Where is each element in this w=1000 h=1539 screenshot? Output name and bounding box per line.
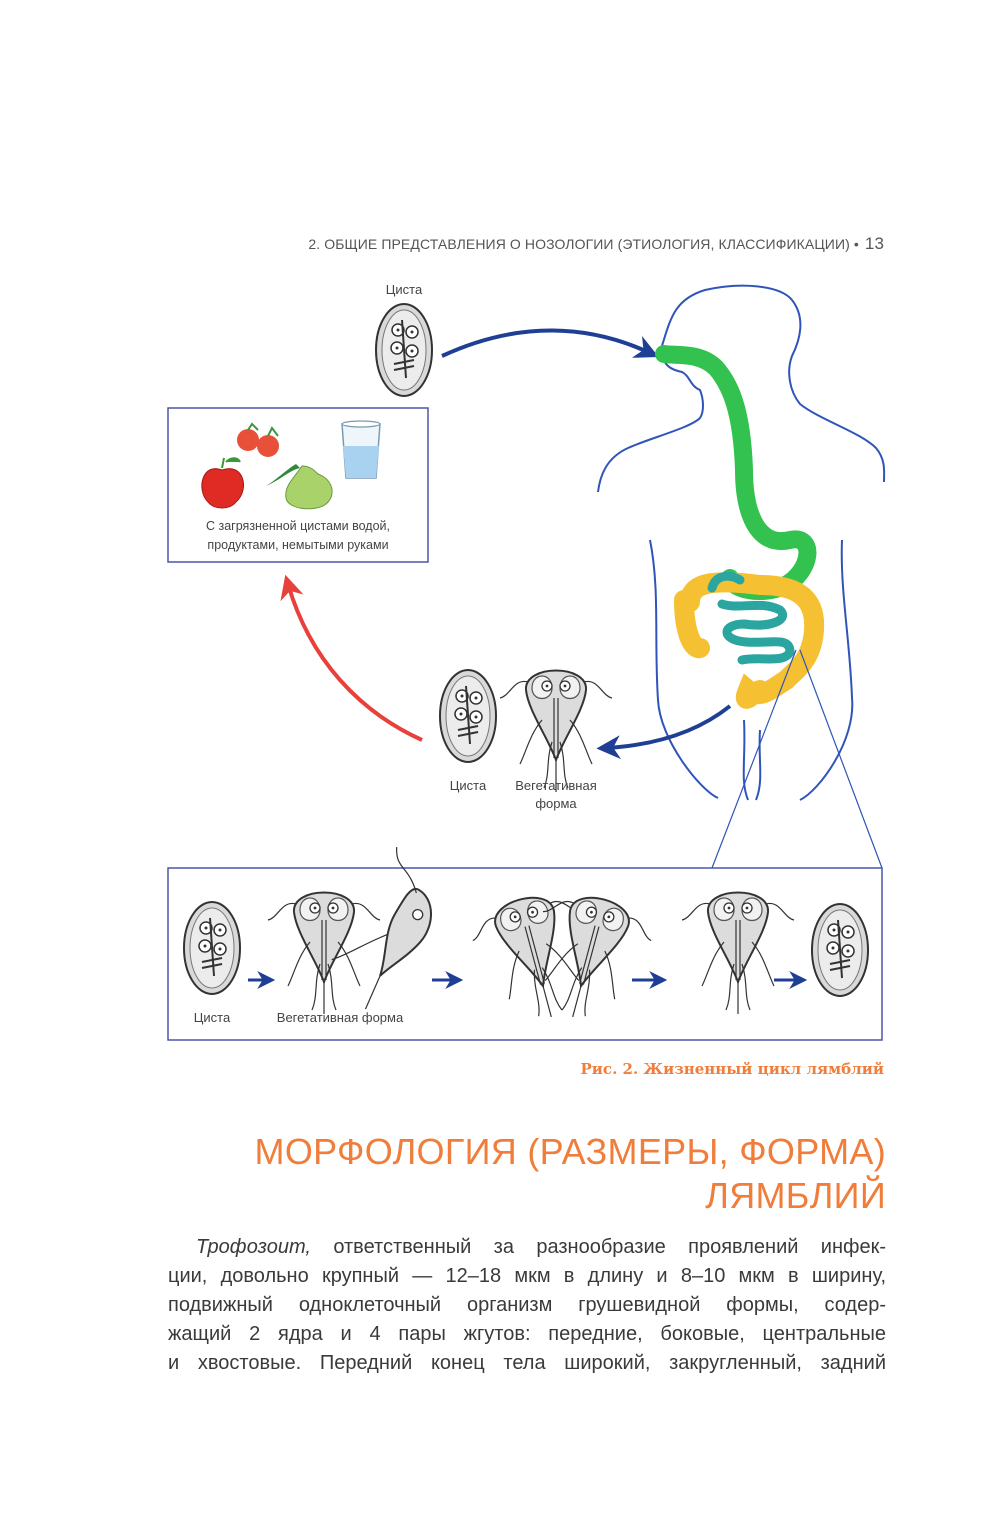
body-line-1-rest: ответственный за разнообразие проявлений… <box>310 1236 886 1258</box>
apple-illustration <box>201 457 244 509</box>
body-paragraph: Трофозоит, ответственный за разнообразие… <box>168 1233 886 1378</box>
middle-trophozoite-illustration <box>499 669 613 793</box>
running-head-title: 2. ОБЩИЕ ПРЕДСТАВЛЕНИЯ О НОЗОЛОГИИ (ЭТИО… <box>308 236 850 252</box>
strip-cyst-final-illustration <box>811 903 869 997</box>
section-heading: МОРФОЛОГИЯ (РАЗМЕРЫ, ФОРМА) ЛЯМБЛИЙ <box>230 1130 886 1218</box>
contamination-caption-line1: С загрязненной цистами водой, <box>206 519 390 533</box>
small-intestine-illustration <box>717 599 795 665</box>
esophagus-stomach-illustration <box>655 345 817 601</box>
strip-trophozoite-side-illustration <box>331 847 432 1010</box>
page-number: 13 <box>864 234 884 253</box>
middle-vegetative-label-line2: форма <box>535 796 577 811</box>
middle-cyst-illustration <box>439 669 497 763</box>
pear-illustration <box>266 464 333 510</box>
figure-caption: Рис. 2. Жизненный цикл лямблий <box>580 1060 884 1078</box>
body-line-2: ции, довольно крупный — 12–18 мкм в длин… <box>168 1265 886 1287</box>
section-heading-line1: МОРФОЛОГИЯ (РАЗМЕРЫ, ФОРМА) <box>254 1131 886 1172</box>
body-line-1: Трофозоит, ответственный за разнообразие… <box>168 1233 886 1262</box>
middle-vegetative-label-line1: Вегетативная <box>515 778 596 793</box>
section-heading-line2: ЛЯМБЛИЙ <box>705 1175 886 1216</box>
body-italic-term: Трофозоит, <box>196 1236 311 1258</box>
ingestion-arrow <box>441 328 659 358</box>
strip-cyst-illustration <box>183 901 241 995</box>
running-head-separator: • <box>853 236 859 252</box>
running-head: 2. ОБЩИЕ ПРЕДСТАВЛЕНИЯ О НОЗОЛОГИИ (ЭТИО… <box>262 234 884 254</box>
human-body-illustration <box>597 284 886 801</box>
reinfection-arrow <box>280 574 423 742</box>
body-line-5: и хвостовые. Передний конец тела широкий… <box>168 1352 886 1374</box>
giardia-life-cycle-figure: Циста С загрязненной цистами водой, прод… <box>167 282 886 1041</box>
zoom-lines <box>711 649 883 869</box>
tomatoes-illustration <box>237 422 279 457</box>
contamination-caption-line2: продуктами, немытыми руками <box>207 538 388 552</box>
body-line-3: подвижный одноклеточный организм грушеви… <box>168 1294 886 1316</box>
top-cyst-illustration <box>375 303 433 397</box>
middle-cyst-label: Циста <box>450 778 487 793</box>
excretion-arrow <box>596 704 732 760</box>
top-cyst-label: Циста <box>386 282 423 297</box>
water-glass-illustration <box>341 420 381 479</box>
strip-vegetative-label: Вегетативная форма <box>277 1010 404 1025</box>
body-line-4: жащий 2 ядра и 4 пары жгутов: передние, … <box>168 1323 886 1345</box>
strip-cyst-label: Циста <box>194 1010 231 1025</box>
